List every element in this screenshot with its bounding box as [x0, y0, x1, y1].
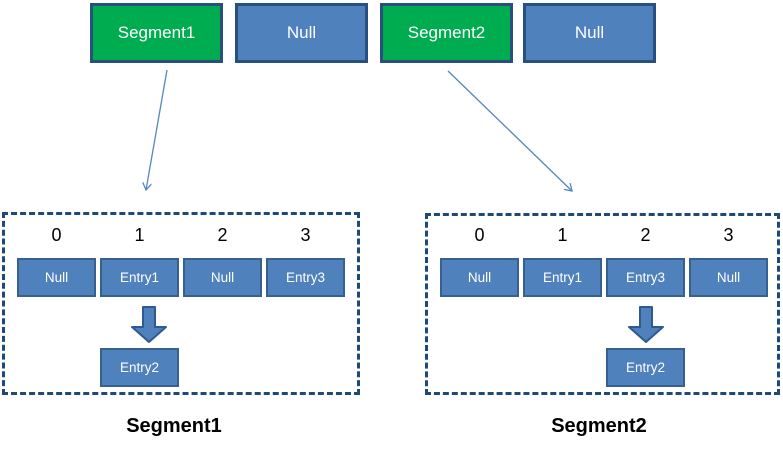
segment1-slot-0: Null: [17, 258, 96, 297]
segment2-index-3: 3: [723, 225, 734, 245]
segment2-container: [425, 213, 780, 395]
directory-cell-null-1: Null: [235, 3, 368, 63]
segment1-slot-1: Entry1: [100, 258, 179, 297]
segment2-slot-2: Entry3: [606, 258, 685, 297]
segment1-index-0: 0: [51, 225, 62, 245]
segment2-index-1: 1: [557, 225, 568, 245]
directory-cell-null-2: Null: [523, 3, 656, 63]
segment2-caption: Segment2: [551, 415, 647, 437]
segment2-index-2: 2: [640, 225, 651, 245]
segment1-slot-2: Null: [183, 258, 262, 297]
directory-cell-segment1: Segment1: [90, 3, 223, 63]
directory-cell-segment2: Segment2: [380, 3, 513, 63]
segment2-overflow-entry: Entry2: [606, 348, 685, 387]
segment1-index-3: 3: [300, 225, 311, 245]
segment1-overflow-entry: Entry2: [100, 348, 179, 387]
segment2-slot-1: Entry1: [523, 258, 602, 297]
segment2-pointer-arrow-icon: [447, 70, 572, 191]
segment1-pointer-arrow-icon: [146, 69, 168, 190]
segment1-container: [2, 212, 360, 395]
segment2-slot-3: Null: [689, 258, 768, 297]
segment1-index-2: 2: [217, 225, 228, 245]
segment2-index-0: 0: [474, 225, 485, 245]
segment1-index-1: 1: [134, 225, 145, 245]
segment2-slot-0: Null: [440, 258, 519, 297]
segment1-caption: Segment1: [126, 415, 222, 437]
segment1-slot-3: Entry3: [266, 258, 345, 297]
